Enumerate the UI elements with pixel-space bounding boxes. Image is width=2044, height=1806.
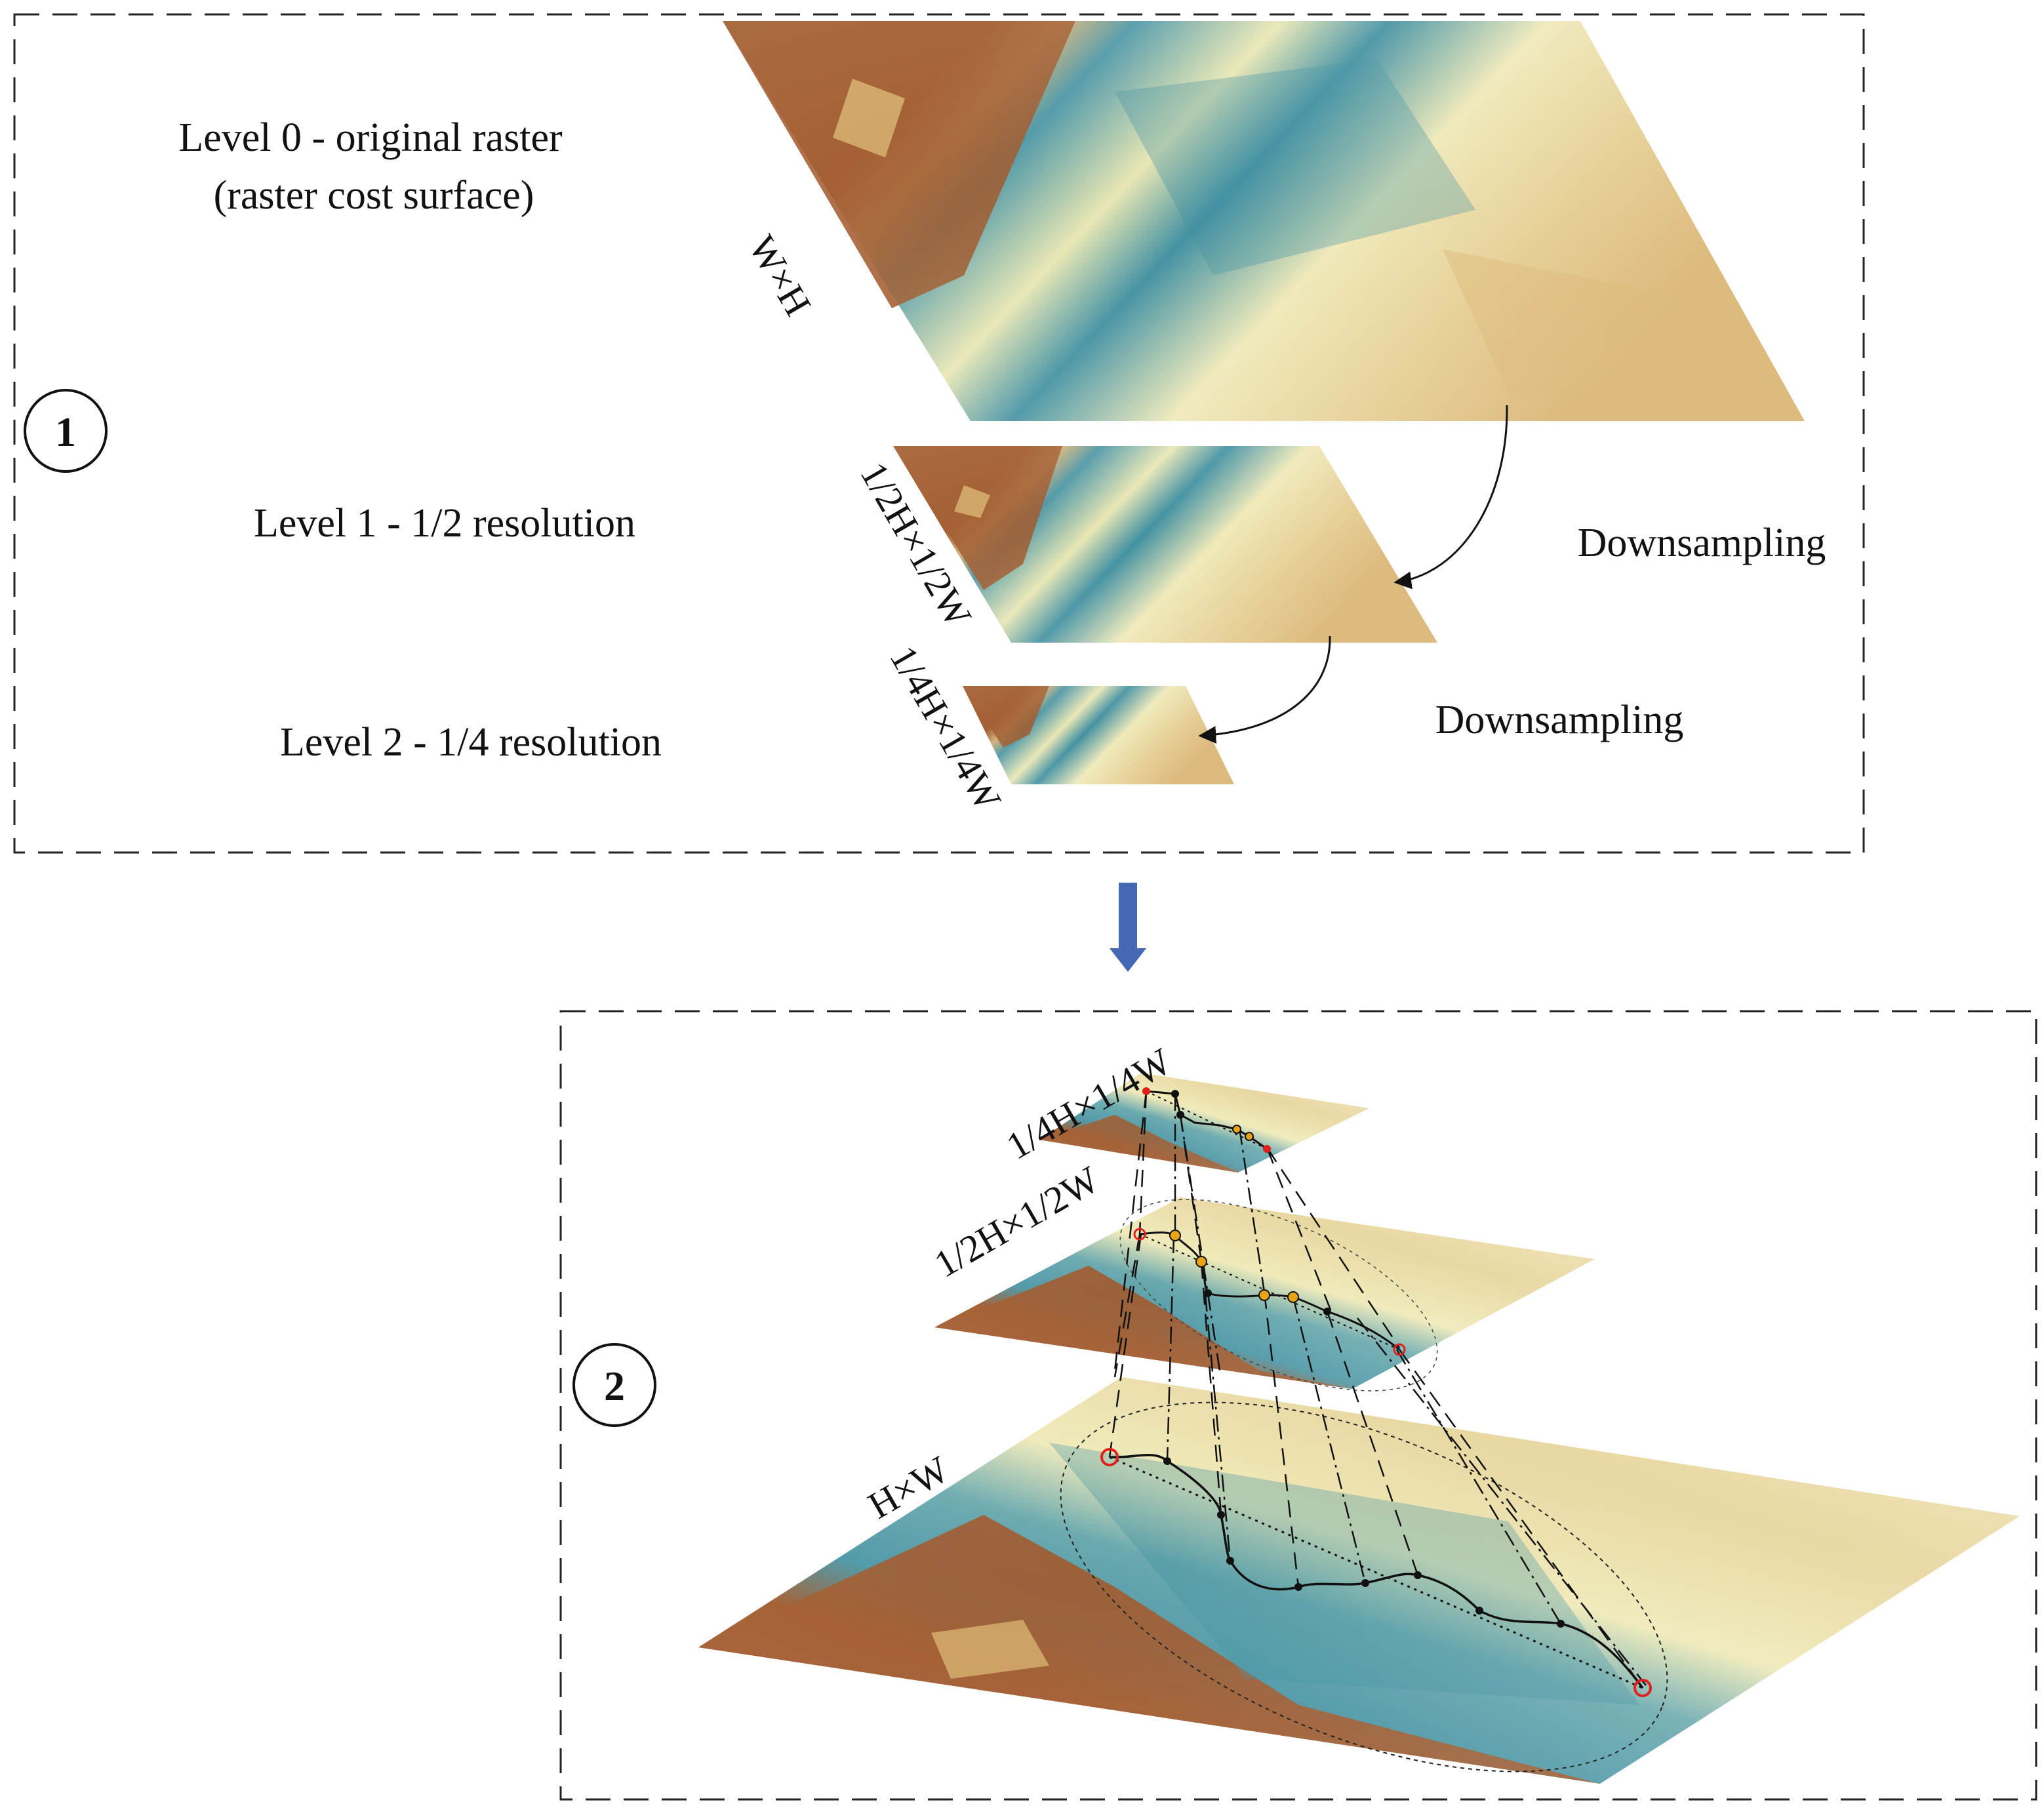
panel-1-number: 1 <box>55 409 76 455</box>
panel-1-badge: 1 <box>24 389 108 473</box>
level-0-label: Level 0 - original raster <box>178 115 563 160</box>
nodes-top <box>1142 1087 1271 1153</box>
end-node <box>1393 1343 1406 1356</box>
panel-1: 1 Level 0 - original raster (raster cost… <box>13 13 1865 854</box>
downsampling-label-1: Downsampling <box>1578 521 1826 565</box>
end-node <box>1263 1145 1271 1153</box>
level-2-raster <box>963 686 1234 784</box>
search-corridor-ellipse-middle <box>1119 1199 1438 1392</box>
level-1-label: Level 1 - 1/2 resolution <box>254 501 635 546</box>
level-1-raster <box>893 446 1437 643</box>
panel-2-frame <box>559 1010 2037 1801</box>
downsampling-label-2: Downsampling <box>1435 698 1684 742</box>
end-node <box>1633 1679 1652 1697</box>
panel-2-badge: 2 <box>572 1343 656 1427</box>
start-node <box>1100 1448 1119 1466</box>
downsampling-arrow-2 <box>1198 635 1331 744</box>
level-0-sublabel: (raster cost surface) <box>214 173 534 218</box>
flow-arrow <box>1110 883 1146 972</box>
straight-line-top <box>1146 1091 1268 1150</box>
projection-lines <box>1108 1091 1647 1689</box>
straight-line-bottom <box>1109 1456 1643 1689</box>
start-node <box>1142 1087 1150 1095</box>
panel-2: 2 1/4H×1/4W 1/2H×1/2W H×W <box>559 1010 2037 1801</box>
search-corridor-ellipse <box>1060 1401 1668 1773</box>
path-bottom <box>1109 1453 1644 1689</box>
panel-1-frame <box>13 13 1865 854</box>
nodes-middle <box>1133 1228 1406 1356</box>
straight-line-middle <box>1139 1234 1400 1350</box>
nodes-bottom <box>1100 1448 1652 1697</box>
top-raster <box>1039 1073 1369 1173</box>
panel-2-number: 2 <box>604 1363 625 1409</box>
start-node <box>1133 1228 1146 1241</box>
level-0-dimension: W×H <box>740 228 820 323</box>
level-2-label: Level 2 - 1/4 resolution <box>280 720 662 765</box>
bottom-raster <box>698 1377 2020 1784</box>
downsampling-arrow-1 <box>1393 405 1508 590</box>
level-0-raster <box>723 21 1805 421</box>
